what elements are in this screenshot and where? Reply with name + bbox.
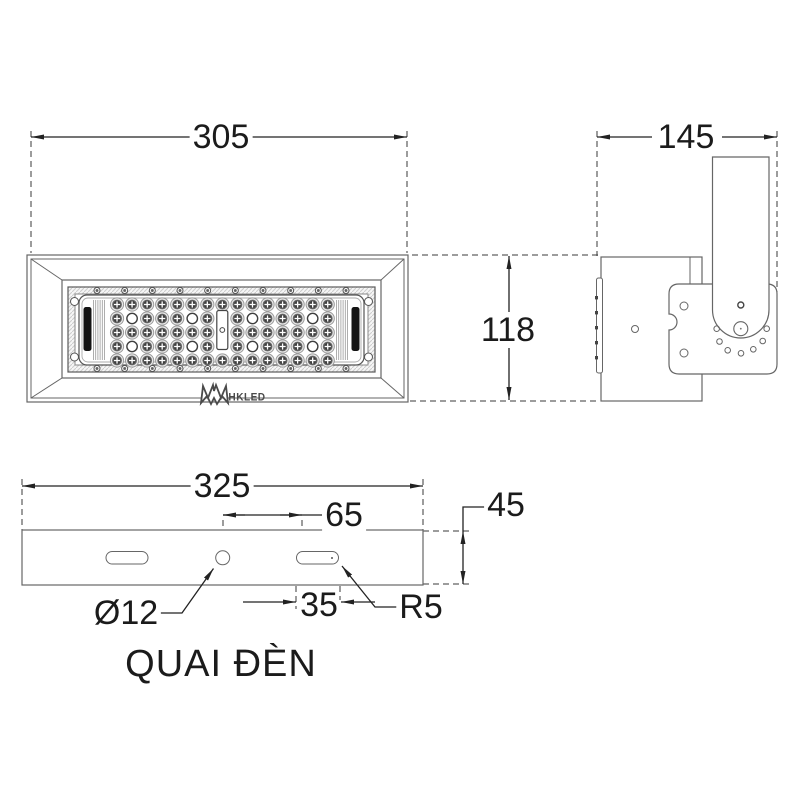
connector	[216, 309, 229, 351]
led-module	[78, 294, 365, 368]
bracket-bar	[21, 529, 424, 586]
dim-side-height: 118	[477, 313, 539, 347]
caption-quai-den: QUAI ĐÈN	[125, 643, 317, 685]
led-array	[109, 297, 335, 368]
dim-hole-offset: 65	[322, 498, 366, 532]
dim-hole-diameter: Ø12	[90, 596, 162, 630]
heatsink-fins	[93, 300, 348, 360]
hkled-logo-icon	[199, 381, 230, 407]
mount-hole	[215, 550, 231, 566]
dim-bracket-length: 325	[190, 469, 254, 503]
dim-bracket-height: 45	[484, 488, 528, 522]
bracket-view	[21, 529, 424, 586]
dim-slot-length: 35	[300, 586, 338, 624]
dim-slot-radius: R5	[396, 590, 446, 624]
side-view	[595, 156, 778, 402]
slot-right	[296, 551, 339, 565]
rivets	[93, 287, 350, 372]
hkled-logo-text: HKLED	[228, 391, 266, 404]
corner-screws	[70, 297, 373, 362]
dimension-lines	[22, 134, 777, 614]
front-view	[26, 254, 409, 407]
slot-left	[105, 551, 149, 565]
dim-side-depth: 145	[654, 120, 718, 154]
bracket-arm	[711, 156, 770, 339]
pivot-bolt	[733, 321, 749, 337]
lens-edge	[596, 277, 603, 374]
dim-front-width: 305	[189, 120, 253, 154]
module-label-left	[83, 307, 92, 351]
arm-hole	[737, 301, 745, 309]
angle-adjust-holes	[713, 325, 771, 357]
lens-clips	[595, 296, 598, 360]
module-label-right	[351, 307, 360, 351]
body-hole	[631, 325, 639, 333]
